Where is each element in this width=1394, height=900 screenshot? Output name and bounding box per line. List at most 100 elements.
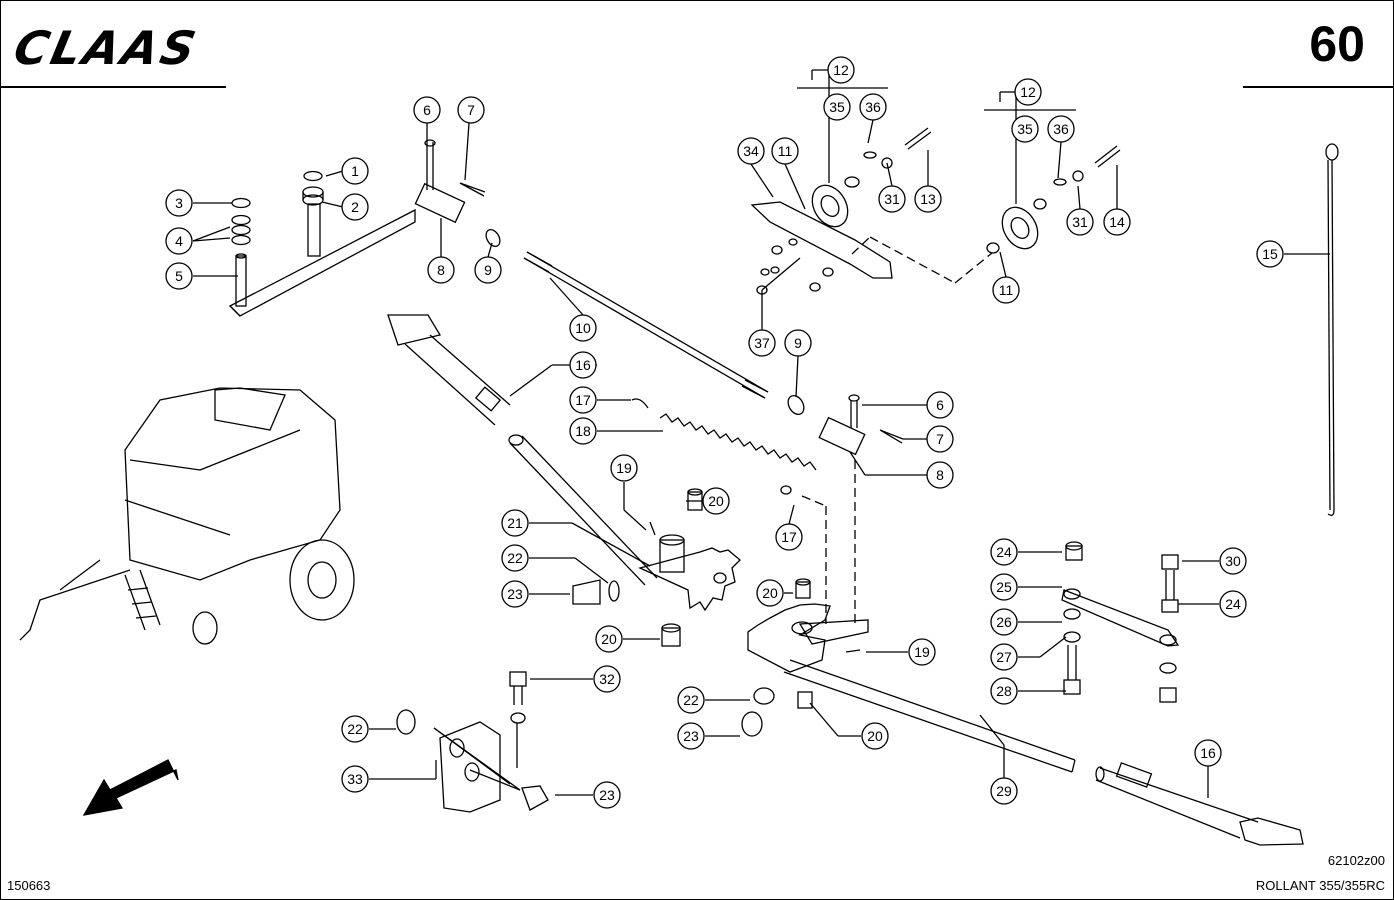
callout-number: 10: [575, 320, 591, 336]
callout-circle: [569, 314, 597, 342]
callout-circle: [677, 686, 705, 714]
tube-29: [783, 659, 1304, 846]
callout-15: 15: [1256, 240, 1284, 268]
callout-circle: [593, 781, 621, 809]
callout-10: 10: [569, 314, 597, 342]
callout-6: 6: [413, 96, 441, 124]
callout-23: 23: [501, 580, 529, 608]
callout-number: 12: [1020, 84, 1036, 100]
callout-31: 31: [878, 185, 906, 213]
callout-circle: [990, 777, 1018, 805]
callout-14: 14: [1103, 208, 1131, 236]
callout-circle: [569, 417, 597, 445]
callout-number: 16: [1200, 745, 1216, 761]
callout-number: 7: [936, 431, 944, 447]
baler-machine-icon: [19, 387, 355, 645]
callout-circle: [775, 523, 803, 551]
callout-circle: [990, 538, 1018, 566]
callout-circle: [569, 351, 597, 379]
callout-number: 5: [175, 268, 183, 284]
callout-2: 2: [341, 193, 369, 221]
callout-20: 20: [595, 625, 623, 653]
callout-number: 21: [507, 515, 523, 531]
callout-circle: [341, 157, 369, 185]
callout-circle: [1219, 590, 1247, 618]
callout-7: 7: [926, 425, 954, 453]
callout-number: 34: [743, 143, 759, 159]
callout-number: 14: [1109, 214, 1125, 230]
callout-circle: [908, 638, 936, 666]
callout-35: 35: [823, 93, 851, 121]
callout-circle: [1256, 240, 1284, 268]
callout-number: 15: [1262, 246, 1278, 262]
callout-3: 3: [165, 189, 193, 217]
callout-number: 6: [936, 397, 944, 413]
callout-11: 11: [771, 137, 799, 165]
callout-circle: [861, 722, 889, 750]
callout-circle: [827, 56, 855, 84]
callout-number: 23: [599, 787, 615, 803]
pulley-bracket-34: [750, 127, 932, 295]
callout-number: 2: [351, 199, 359, 215]
callout-circle: [926, 425, 954, 453]
callout-number: 36: [1053, 121, 1069, 137]
callout-circle: [1014, 78, 1042, 106]
clevis-top: [414, 139, 501, 248]
callout-number: 19: [914, 644, 930, 660]
callout-number: 33: [347, 771, 363, 787]
callout-23: 23: [677, 722, 705, 750]
callout-circle: [501, 509, 529, 537]
callout-circle: [784, 329, 812, 357]
callout-circle: [165, 262, 193, 290]
callout-22: 22: [677, 686, 705, 714]
callout-17: 17: [569, 386, 597, 414]
model-label: ROLLANT 355/355RC: [1255, 878, 1385, 893]
callout-27: 27: [990, 643, 1018, 671]
callout-29: 29: [990, 777, 1018, 805]
header-rule-right: [1243, 86, 1394, 88]
callout-number: 35: [829, 99, 845, 115]
direction-arrow: [82, 759, 179, 816]
callout-circle: [990, 643, 1018, 671]
callout-circle: [1194, 739, 1222, 767]
bracket-33: [396, 671, 549, 813]
callout-circle: [1066, 208, 1094, 236]
callout-circle: [610, 454, 638, 482]
callout-number: 22: [683, 692, 699, 708]
callout-9: 9: [784, 329, 812, 357]
callout-24: 24: [1219, 590, 1247, 618]
callout-31: 31: [1066, 208, 1094, 236]
callout-number: 3: [175, 195, 183, 211]
callout-number: 24: [1225, 596, 1241, 612]
callout-26: 26: [990, 608, 1018, 636]
callout-circle: [1047, 115, 1075, 143]
callout-1: 1: [341, 157, 369, 185]
callout-number: 24: [996, 544, 1012, 560]
callout-number: 7: [467, 102, 475, 118]
callout-12: 12: [1014, 78, 1042, 106]
callout-circle: [595, 625, 623, 653]
callout-number: 20: [762, 585, 778, 601]
callout-18: 18: [569, 417, 597, 445]
callout-number: 20: [708, 493, 724, 509]
callout-12: 12: [827, 56, 855, 84]
callout-circle: [990, 573, 1018, 601]
clevis-lower: [787, 394, 904, 456]
callout-circle: [341, 765, 369, 793]
callout-number: 27: [996, 649, 1012, 665]
callout-number: 16: [575, 357, 591, 373]
callout-circle: [990, 677, 1018, 705]
callout-19: 19: [610, 454, 638, 482]
callout-number: 18: [575, 423, 591, 439]
callout-circle: [677, 722, 705, 750]
callout-circle: [457, 96, 485, 124]
rod-15: [1325, 143, 1339, 516]
callout-number: 6: [423, 102, 431, 118]
callout-number: 9: [484, 262, 492, 278]
callout-circle: [165, 227, 193, 255]
callout-number: 26: [996, 614, 1012, 630]
callout-circle: [926, 391, 954, 419]
bracket-assembly: [228, 170, 416, 317]
